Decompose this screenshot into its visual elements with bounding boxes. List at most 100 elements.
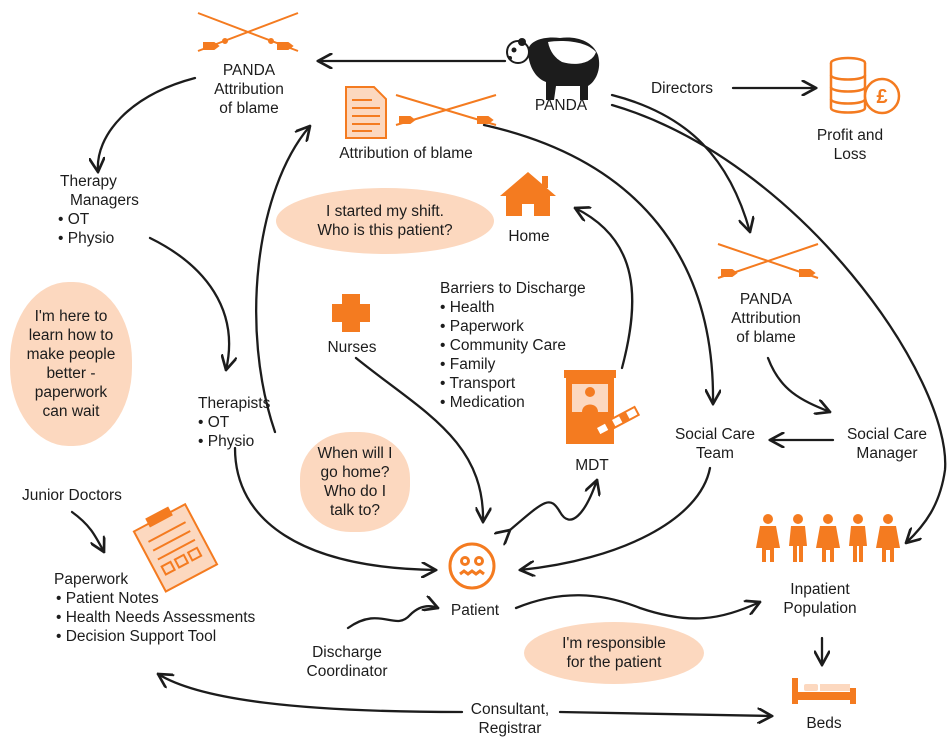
profit-loss-label: Profit and Loss <box>800 126 900 164</box>
inpatient-population-label: Inpatient Population <box>760 580 880 618</box>
label-line: Registrar <box>478 720 542 737</box>
cloud-line: Who is this patient? <box>317 222 453 239</box>
cloud-line: talk to? <box>330 502 380 519</box>
label-line: Inpatient <box>790 581 850 598</box>
clipboard-icon <box>132 502 219 593</box>
patient-label: Patient <box>450 602 500 619</box>
cloud-line: Who do I <box>323 483 387 500</box>
cloud-learn: I'm here to learn how to make people bet… <box>10 282 132 446</box>
list-item: Family <box>440 355 586 374</box>
label-line: Team <box>696 445 734 462</box>
cloud-line: learn how to <box>28 327 114 344</box>
label-line: Coordinator <box>306 663 388 680</box>
list-item: Paperwork <box>440 317 586 336</box>
patient-face-icon <box>448 542 496 590</box>
panda-icon <box>506 37 600 100</box>
mdt-label: MDT <box>575 457 609 474</box>
cloud-when: When will I go home? Who do I talk to? <box>300 432 410 532</box>
nurses-label: Nurses <box>327 339 377 356</box>
list-item: Physio <box>198 432 270 451</box>
list-item: Physio <box>58 229 139 248</box>
therapists-title: Therapists <box>198 395 271 412</box>
barriers-title: Barriers to Discharge <box>440 280 586 297</box>
cloud-line: can wait <box>42 403 100 420</box>
paperwork-title: Paperwork <box>54 571 129 588</box>
medical-cross-icon <box>332 294 370 332</box>
crossed-swords-icon <box>395 94 497 126</box>
cloud-line: paperwork <box>34 384 108 401</box>
list-item: OT <box>198 413 270 432</box>
arrow-consultant-to-paperwork <box>158 674 464 714</box>
junior-doctors-label: Junior Doctors <box>22 487 122 504</box>
list-item: Health Needs Assessments <box>56 608 256 627</box>
arrow-blame-to-social-team <box>482 123 713 404</box>
arrow-team-to-patient <box>520 466 712 570</box>
list-item: Transport <box>440 374 586 393</box>
discharge-coordinator-label: Discharge Coordinator <box>292 643 402 681</box>
label-line: of blame <box>219 100 279 117</box>
arrow-juniors-to-paperwork <box>70 510 104 552</box>
document-icon <box>345 86 387 139</box>
arrow-mdt-to-home <box>575 208 634 370</box>
label-line: Consultant, <box>470 701 550 718</box>
consultant-registrar-label: Consultant, Registrar <box>456 700 564 738</box>
cloud-line: I started my shift. <box>325 203 444 220</box>
label-line: Therapy <box>60 173 117 190</box>
label-line: Discharge <box>312 644 382 661</box>
arrow-managers-to-therapists <box>148 236 229 370</box>
panda-label: PANDA <box>534 97 588 114</box>
label-line: Social Care <box>674 426 756 443</box>
label-line: Attribution <box>214 81 284 98</box>
cloud-responsible: I'm responsible for the patient <box>524 622 704 684</box>
label-line: Social Care <box>846 426 928 443</box>
label-line: of blame <box>736 329 796 346</box>
crossed-swords-icon <box>197 12 299 52</box>
label-line: Profit and <box>816 127 884 144</box>
list-item: Medication <box>440 393 586 412</box>
list-item: Health <box>440 298 586 317</box>
arrow-coordinator-to-patient <box>346 606 438 630</box>
cloud-line: for the patient <box>566 654 662 671</box>
cloud-line: I'm responsible <box>562 635 666 652</box>
arrow-patient-mdt <box>510 480 597 530</box>
label-line: PANDA <box>222 62 276 79</box>
cloud-line: go home? <box>320 464 390 481</box>
cloud-line: When will I <box>317 445 393 462</box>
svg-text:£: £ <box>876 86 887 108</box>
arrow-therapists-to-patient <box>233 446 436 570</box>
cloud-line: I'm here to <box>34 308 108 325</box>
cloud-shift: I started my shift. Who is this patient? <box>276 188 494 254</box>
list-item: Patient Notes <box>56 589 255 608</box>
bed-icon <box>792 678 856 704</box>
beds-label: Beds <box>806 715 842 732</box>
label-line: Manager <box>856 445 918 462</box>
attribution-of-blame-label: Attribution of blame <box>339 145 473 162</box>
list-item: Decision Support Tool <box>56 627 255 646</box>
directors-label: Directors <box>650 80 713 97</box>
house-icon <box>500 172 556 216</box>
arrow-patient-to-inpatient <box>514 594 760 620</box>
home-label: Home <box>508 228 550 245</box>
arrow-consultant-to-beds <box>558 712 772 716</box>
panda-blame-right-label: PANDA Attribution of blame <box>706 290 826 347</box>
label-line: Population <box>783 600 857 617</box>
people-group-icon <box>756 514 900 562</box>
therapists-label: Therapists OT Physio <box>198 394 270 451</box>
crossed-swords-icon <box>717 243 819 279</box>
paperwork-label: Paperwork Patient Notes Health Needs Ass… <box>52 570 255 646</box>
label-line: Loss <box>833 146 867 163</box>
barrier-booth-icon <box>564 370 641 444</box>
social-care-team-label: Social Care Team <box>660 425 770 463</box>
cloud-line: better - <box>46 365 96 382</box>
label-line: PANDA <box>739 291 793 308</box>
list-item: OT <box>58 210 139 229</box>
panda-blame-left-label: PANDA Attribution of blame <box>190 61 308 118</box>
label-line: Managers <box>70 192 139 209</box>
arrow-right-blame-to-manager <box>766 356 830 412</box>
label-line: Attribution <box>731 310 801 327</box>
barriers-label: Barriers to Discharge Health Paperwork C… <box>440 279 586 412</box>
